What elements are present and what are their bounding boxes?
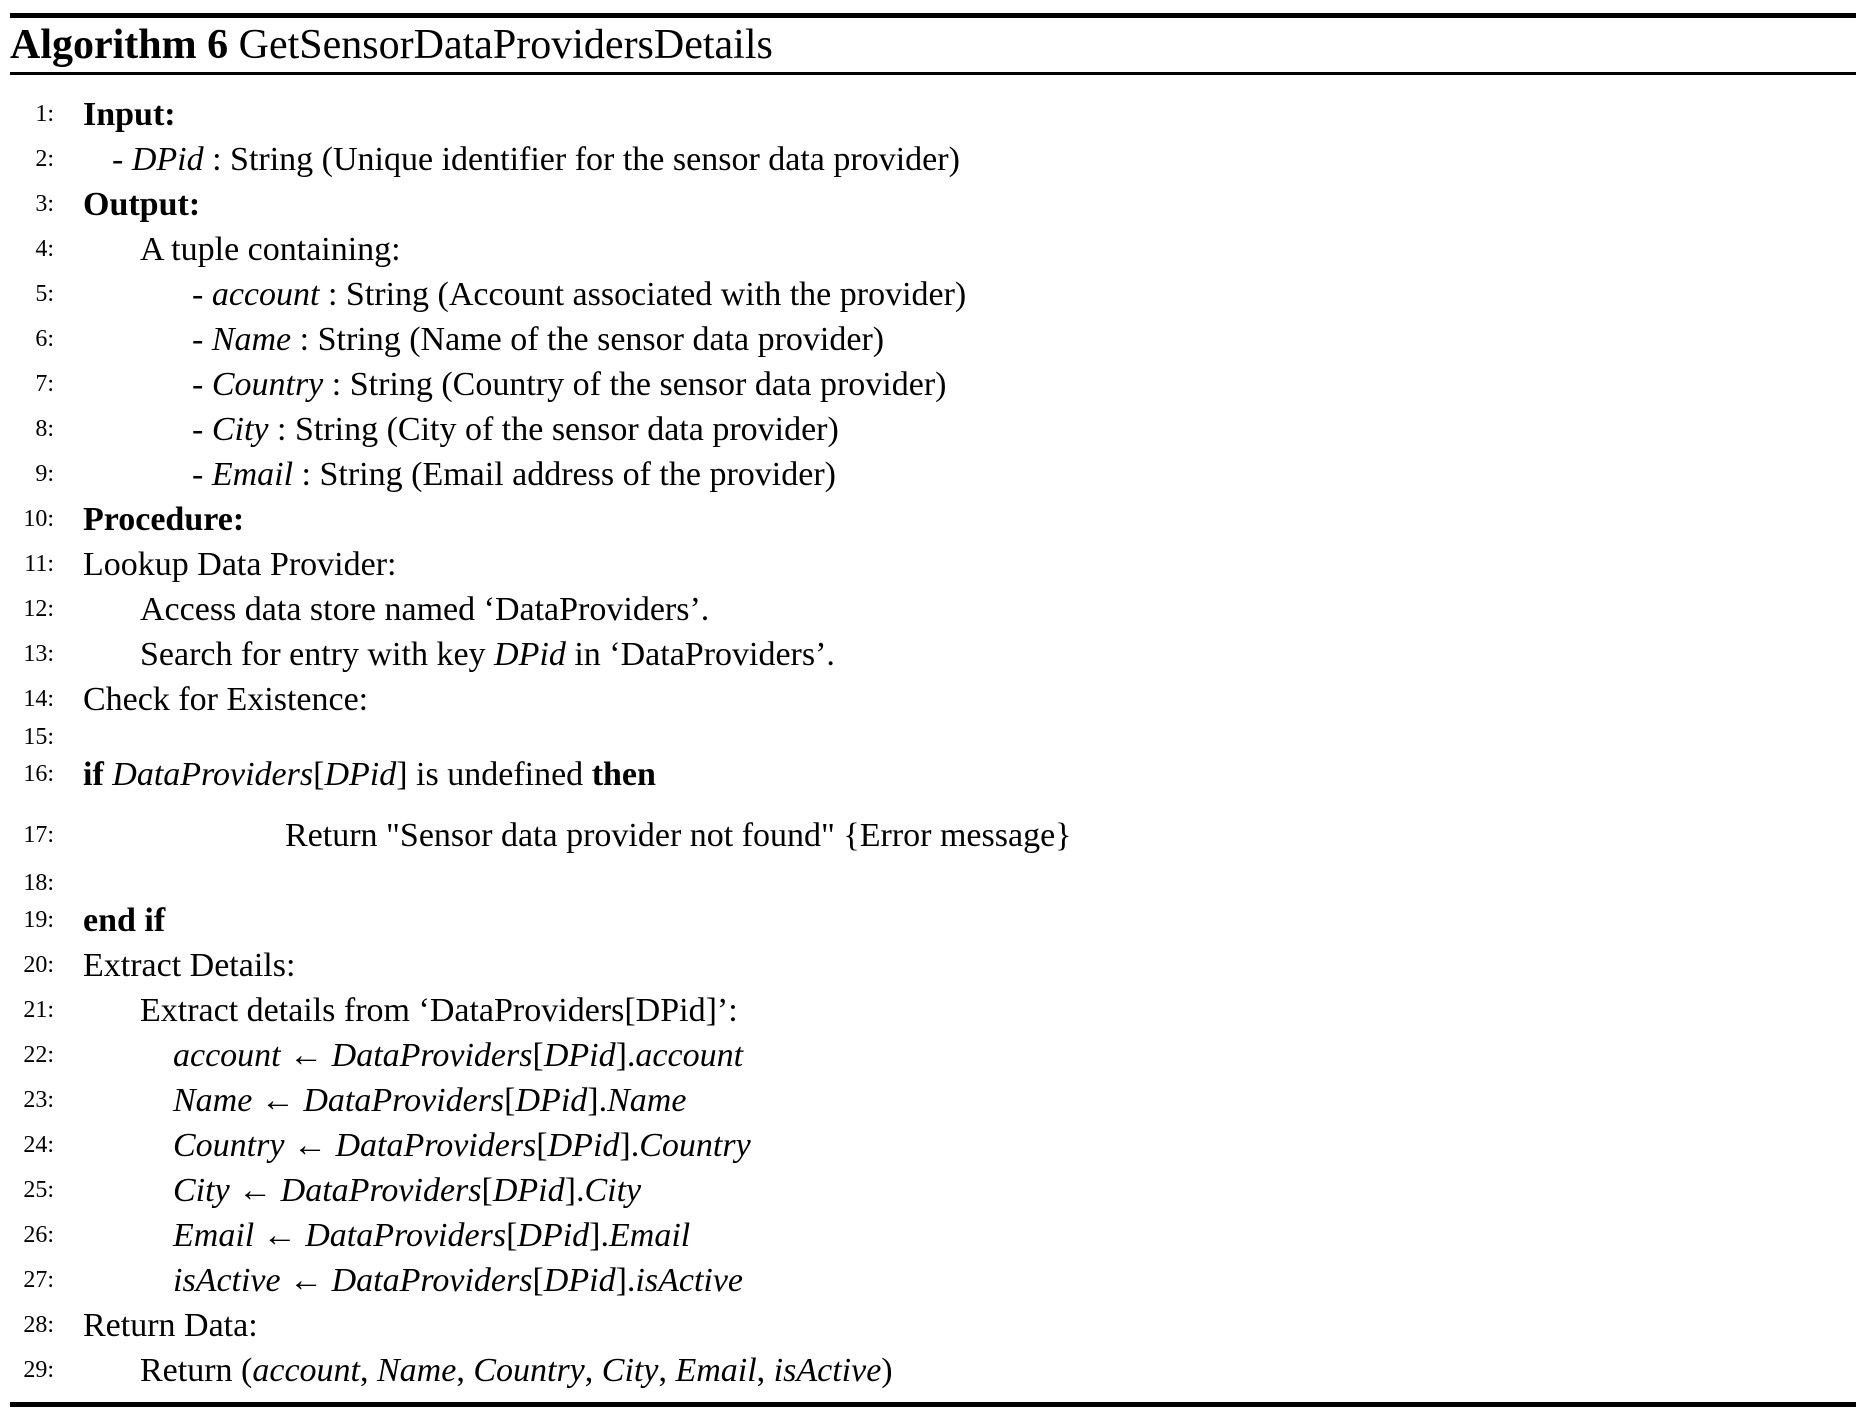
algo-line-29: 29: Return (account, Name, Country, City,… [0,1348,1873,1393]
line-number: 4: [35,236,54,262]
line-number: 19: [23,907,54,933]
header-rule [10,72,1856,75]
algo-line-7: 7: - Country : String (Country of the sen… [0,362,1873,407]
algorithm-listing: Algorithm 6 GetSensorDataProvidersDetail… [0,13,1873,1428]
line-text: City ← DataProviders[DPid].City [173,1172,642,1209]
line-number: 5: [35,281,54,307]
line-number: 29: [23,1357,54,1383]
line-number: 9: [35,461,54,487]
line-text: Output: [83,186,201,223]
algo-line-6: 6: - Name : String (Name of the sensor da… [0,317,1873,362]
algo-line-16: 16: if DataProviders[DPid] is undefined t… [0,752,1873,797]
line-text: Return Data: [83,1307,258,1344]
line-number: 14: [23,686,54,712]
line-number: 16: [23,761,54,787]
line-text: - account : String (Account associated w… [192,276,967,313]
algo-line-1: 1: Input: [0,92,1873,137]
line-number: 1: [35,101,54,127]
algo-line-25: 25: City ← DataProviders[DPid].City [0,1168,1873,1213]
algorithm-title: GetSensorDataProvidersDetails [238,22,773,68]
top-rule [10,13,1856,18]
line-text: - Email : String (Email address of the p… [192,456,836,493]
line-number: 18: [23,870,54,896]
line-number: 15: [23,724,54,750]
line-text: Access data store named ‘DataProviders’. [140,591,710,628]
line-number: 10: [23,506,54,532]
algorithm-header: Algorithm 6 GetSensorDataProvidersDetail… [10,18,1873,72]
line-text: - Country : String (Country of the senso… [192,366,947,403]
algo-line-13: 13: Search for entry with key DPid in ‘Da… [0,632,1873,677]
line-number: 6: [35,326,54,352]
line-number: 26: [23,1222,54,1248]
line-text: Procedure: [83,501,245,538]
algo-line-11: 11: Lookup Data Provider: [0,542,1873,587]
line-text: - City : String (City of the sensor data… [192,411,839,448]
line-number: 28: [23,1312,54,1338]
line-number: 25: [23,1177,54,1203]
line-number: 13: [23,641,54,667]
line-text: Email ← DataProviders[DPid].Email [173,1217,691,1254]
line-text: Search for entry with key DPid in ‘DataP… [140,636,835,673]
line-text: isActive ← DataProviders[DPid].isActive [173,1262,744,1299]
algo-line-26: 26: Email ← DataProviders[DPid].Email [0,1213,1873,1258]
algo-line-22: 22: account ← DataProviders[DPid].account [0,1033,1873,1078]
algo-line-21: 21: Extract details from ‘DataProviders[D… [0,988,1873,1033]
line-text: Input: [83,96,176,133]
line-number: 3: [35,191,54,217]
line-text: account ← DataProviders[DPid].account [173,1037,744,1074]
algo-line-15: 15: [0,722,1873,752]
algo-line-8: 8: - City : String (City of the sensor da… [0,407,1873,452]
line-text: A tuple containing: [140,231,401,268]
algo-line-24: 24: Country ← DataProviders[DPid].Country [0,1123,1873,1168]
algo-line-9: 9: - Email : String (Email address of the… [0,452,1873,497]
line-text: Extract Details: [83,947,296,984]
algo-line-27: 27: isActive ← DataProviders[DPid].isActi… [0,1258,1873,1303]
algo-line-10: 10: Procedure: [0,497,1873,542]
algorithm-label: Algorithm 6 [10,22,229,68]
algo-line-19: 19: end if [0,898,1873,943]
line-text: - Name : String (Name of the sensor data… [192,321,885,358]
line-number: 23: [23,1087,54,1113]
line-number: 7: [35,371,54,397]
line-number: 21: [23,997,54,1023]
header-space [228,22,239,68]
line-number: 27: [23,1267,54,1293]
line-number: 12: [23,596,54,622]
line-number: 24: [23,1132,54,1158]
bottom-rule [10,1402,1856,1407]
algo-line-5: 5: - account : String (Account associated… [0,272,1873,317]
algo-line-14: 14: Check for Existence: [0,677,1873,722]
algo-line-2: 2: - DPid : String (Unique identifier for… [0,137,1873,182]
algo-line-28: 28: Return Data: [0,1303,1873,1348]
line-number: 22: [23,1042,54,1068]
line-text: Return (account, Name, Country, City, Em… [140,1352,893,1389]
line-number: 2: [35,146,54,172]
algo-line-23: 23: Name ← DataProviders[DPid].Name [0,1078,1873,1123]
line-number: 17: [23,822,54,848]
line-text: Name ← DataProviders[DPid].Name [173,1082,687,1119]
line-number: 11: [24,551,54,577]
line-text: if DataProviders[DPid] is undefined then [83,756,656,793]
line-text: Check for Existence: [83,681,369,718]
line-text: Lookup Data Provider: [83,546,397,583]
algo-line-17: 17: Return "Sensor data provider not foun… [0,813,1873,858]
line-number: 20: [23,952,54,978]
line-number: 8: [35,416,54,442]
algo-line-3: 3: Output: [0,182,1873,227]
algo-line-4: 4: A tuple containing: [0,227,1873,272]
line-text: Return "Sensor data provider not found" … [285,817,1072,854]
line-text: - DPid : String (Unique identifier for t… [112,141,960,178]
algorithm-body: 1: Input: 2: - DPid : String (Unique identi… [0,92,1873,1393]
line-text: Country ← DataProviders[DPid].Country [173,1127,751,1164]
algo-line-18: 18: [0,868,1873,898]
line-text: Extract details from ‘DataProviders[DPid… [140,992,738,1029]
line-text: end if [83,902,166,939]
algo-line-12: 12: Access data store named ‘DataProvider… [0,587,1873,632]
algo-line-20: 20: Extract Details: [0,943,1873,988]
